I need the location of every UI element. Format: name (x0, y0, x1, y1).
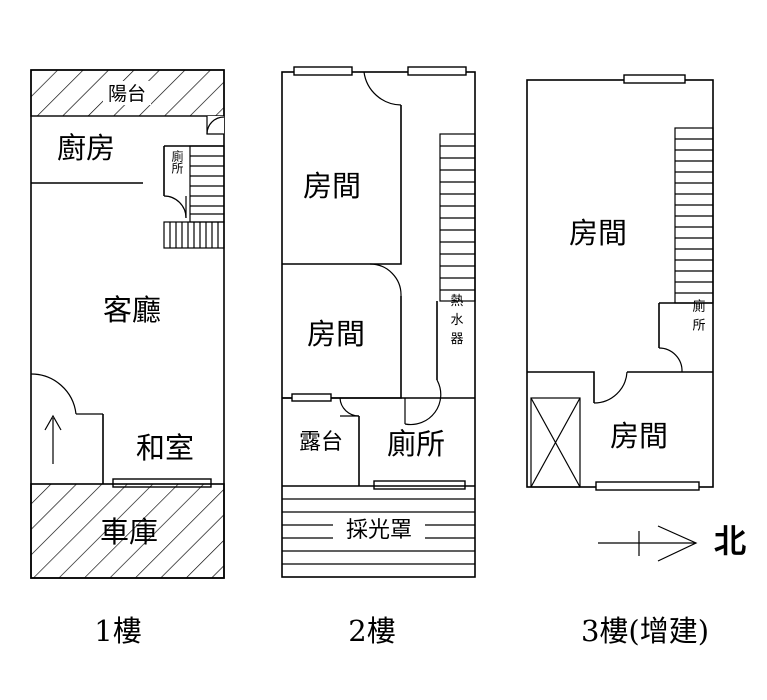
garage-label: 車庫 (100, 515, 158, 549)
floor-3-divider-left (527, 371, 595, 403)
floor-3-caption: 3樓(增建) (581, 614, 709, 648)
floor-1-plan: 陽台 廚房 廁所 (30, 69, 225, 648)
terrace-label: 露台 (299, 430, 343, 455)
north-label: 北 (714, 522, 746, 560)
bedroom-3b-label: 房間 (610, 419, 668, 453)
stairs-3f (674, 127, 714, 304)
toilet-1f-door-swing (163, 195, 187, 219)
balcony-hatch (30, 69, 225, 117)
garage-hatch (30, 483, 225, 579)
living-room-label: 客廳 (103, 293, 161, 327)
north-arrow-icon (657, 525, 698, 562)
north-compass: 北 (598, 522, 746, 562)
toilet-3f-door-swing (658, 347, 683, 373)
kitchen-label: 廚房 (57, 131, 115, 165)
floor-3-window-top (623, 74, 686, 84)
toilet-2f-window (373, 480, 466, 490)
floor-2-caption: 2樓 (348, 614, 395, 648)
bedroom-3b-door-swing (593, 371, 628, 404)
bedroom-2a-walls (282, 105, 402, 265)
balcony-label-bg (103, 81, 151, 105)
entrance-door-swing (30, 373, 77, 415)
floor-2-window-top-left (293, 66, 353, 76)
floor-2-plan: 房間 房間 熱水器 露台 (281, 66, 476, 648)
bedroom-3b-window (595, 481, 700, 491)
balcony-door-swing (206, 116, 225, 135)
stairs-1f-landing (163, 221, 225, 249)
bedroom-2a-label: 房間 (303, 169, 361, 203)
entrance-arrow-icon (44, 414, 62, 431)
terrace-door-swing (339, 397, 360, 417)
floor-1-caption: 1樓 (94, 614, 141, 648)
water-heater-label: 熱水器 (448, 294, 464, 351)
floor-2-outline (281, 71, 476, 578)
japanese-room-label: 和室 (136, 431, 194, 465)
floor-2-window-top-right (407, 66, 467, 76)
bedroom-3a-label: 房間 (569, 216, 627, 250)
bedroom-2b-label: 房間 (307, 317, 365, 351)
toilet-1f-label: 廁所 (170, 149, 184, 174)
toilet-2f-label: 廁所 (387, 427, 445, 461)
stairs-2f (439, 133, 476, 302)
skylight-label: 採光罩 (346, 518, 412, 543)
toilet-2f-door-swing (404, 379, 442, 426)
floor-3-void (530, 397, 581, 488)
skylight-label-bg (333, 516, 425, 542)
stairs-1f (189, 145, 225, 223)
floor-3-plan: 房間 廁所 房間 3樓(增建) (526, 74, 714, 648)
bedroom-2b-door-swing (369, 263, 402, 297)
bedroom-2a-door-swing (363, 71, 402, 106)
toilet-3f-label: 廁所 (690, 298, 706, 337)
terrace-window (291, 393, 332, 402)
skylight-lines (282, 485, 475, 565)
balcony-label: 陽台 (108, 83, 146, 105)
balcony-door-gap (207, 116, 224, 134)
